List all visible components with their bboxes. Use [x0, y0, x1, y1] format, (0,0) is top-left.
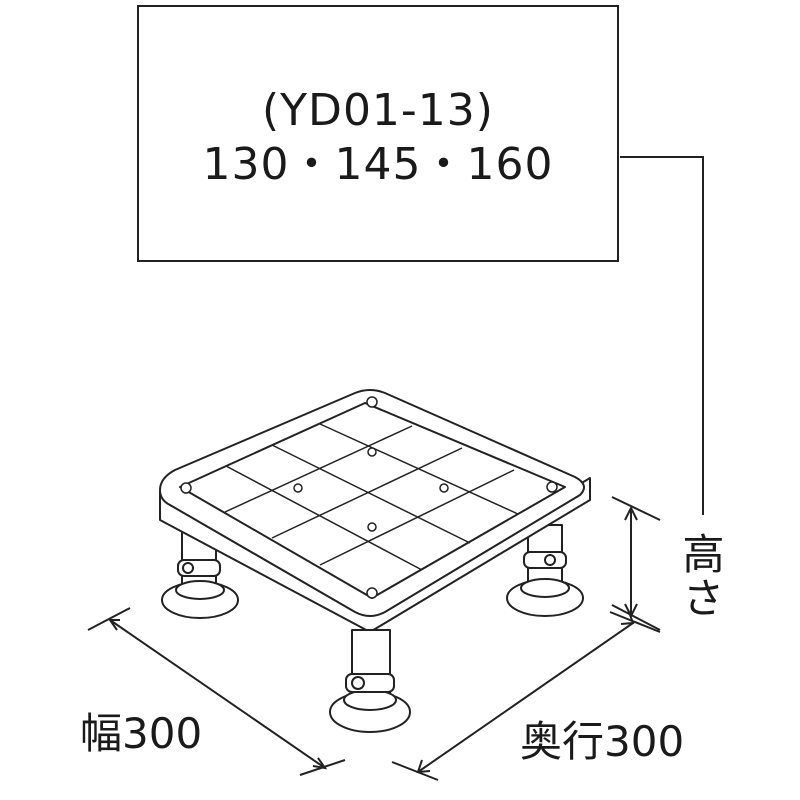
depth-ext-right — [609, 611, 661, 633]
depth-label: 奥行300 — [520, 717, 685, 766]
step-stool — [159, 389, 591, 733]
height-ext-bottom — [611, 604, 661, 631]
depth-arrow-right — [620, 611, 635, 625]
model-label-box: (YD01-13) 130・145・160 — [137, 5, 619, 262]
height-options: 130・145・160 — [202, 138, 554, 190]
depth-arrow-left — [416, 759, 431, 774]
tread-surface — [179, 402, 566, 599]
depth-dimension-line — [417, 622, 634, 773]
tread-grid — [224, 423, 519, 571]
height-arrow-top — [624, 505, 638, 521]
model-code: (YD01-13) — [262, 84, 494, 136]
height-ext-top — [611, 496, 661, 521]
leg-front — [329, 629, 411, 733]
leg-back-right — [506, 524, 584, 617]
width-dimension-line — [109, 619, 326, 769]
width-arrow-left — [108, 619, 120, 631]
height-label: 高さ — [676, 532, 725, 620]
width-arrow-right — [312, 757, 328, 770]
depth-ext-left — [391, 761, 439, 781]
width-label: 幅300 — [80, 709, 203, 758]
leader-line — [620, 156, 704, 515]
tread-dots — [180, 396, 558, 599]
